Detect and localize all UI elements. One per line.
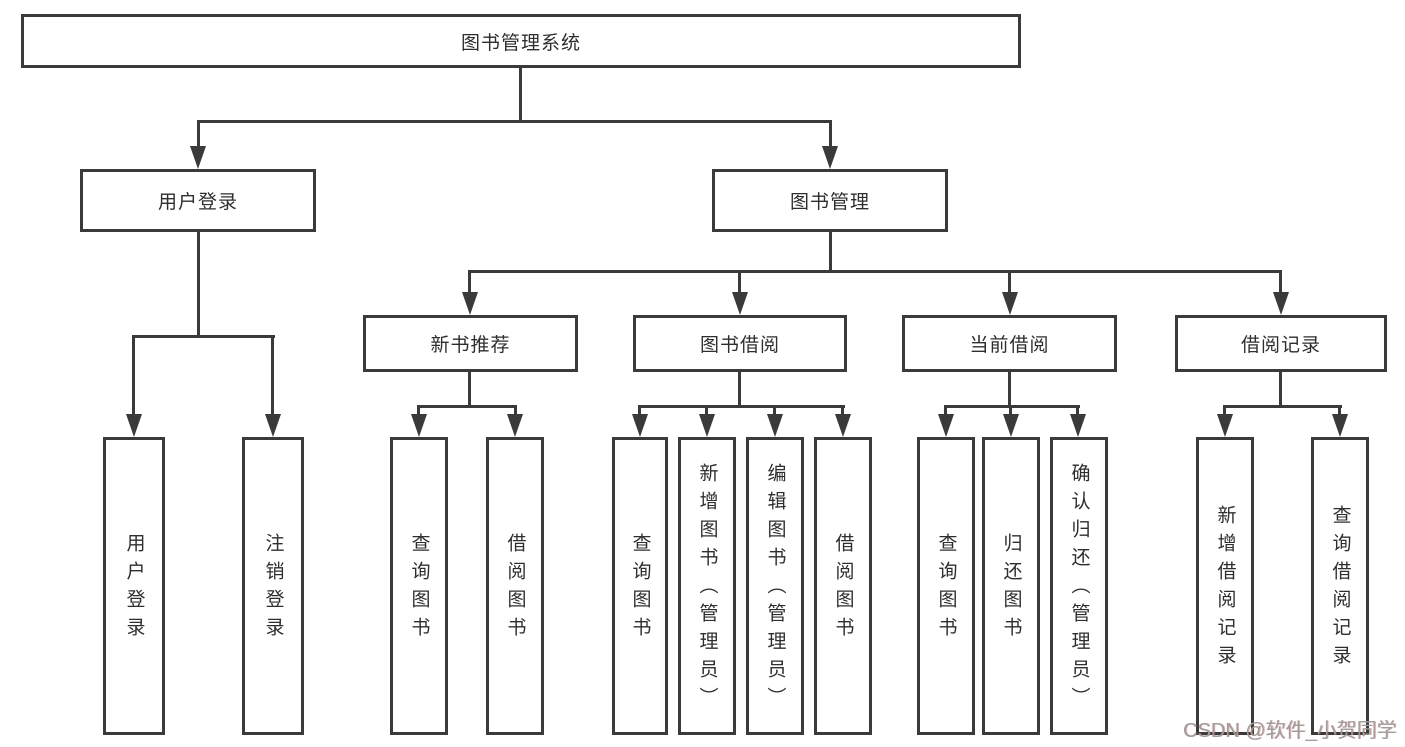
node-label: 归还图书: [1000, 533, 1022, 645]
connector-line: [197, 232, 200, 335]
connector-line: [841, 405, 844, 417]
node-current-borrowing: 当前借阅: [902, 315, 1117, 372]
leaf-query-borrowing-record: 查询借阅记录: [1311, 437, 1369, 735]
leaf-add-borrowing-record: 新增借阅记录: [1196, 437, 1254, 735]
leaf-user-login: 用户登录: [103, 437, 165, 735]
connector-line: [197, 120, 832, 123]
node-user-login: 用户登录: [80, 169, 316, 232]
arrowhead-down-icon: [462, 292, 478, 315]
arrowhead-down-icon: [1002, 292, 1018, 315]
node-label: 查询借阅记录: [1329, 505, 1351, 673]
node-label: 确认归还（管理员）: [1068, 463, 1090, 715]
node-label: 编辑图书（管理员）: [764, 463, 786, 715]
leaf-add-books-admin: 新增图书（管理员）: [678, 437, 736, 735]
connector-line: [468, 270, 1282, 273]
node-label: 图书管理: [789, 192, 870, 213]
arrowhead-down-icon: [1070, 414, 1086, 437]
connector-line: [773, 405, 776, 417]
csdn-watermark: CSDN @软件_小贺同学: [1183, 720, 1397, 742]
arrowhead-down-icon: [265, 414, 281, 437]
connector-line: [829, 232, 832, 270]
leaf-confirm-return-admin: 确认归还（管理员）: [1050, 437, 1108, 735]
arrowhead-down-icon: [835, 414, 851, 437]
node-label: 查询图书: [935, 533, 957, 645]
connector-line: [468, 372, 471, 405]
connector-line: [638, 405, 641, 417]
node-book-borrowing: 图书借阅: [633, 315, 847, 372]
connector-line: [829, 120, 832, 148]
leaf-edit-books-admin: 编辑图书（管理员）: [746, 437, 804, 735]
leaf-logout: 注销登录: [242, 437, 304, 735]
connector-line: [738, 372, 741, 405]
leaf-query-books-current: 查询图书: [917, 437, 975, 735]
node-label: 借阅图书: [832, 533, 854, 645]
node-label: 查询图书: [629, 533, 651, 645]
node-label: 新增图书（管理员）: [696, 463, 718, 715]
node-label: 用户登录: [157, 192, 238, 213]
connector-line: [1009, 405, 1012, 417]
connector-line: [1223, 405, 1342, 408]
connector-line: [944, 405, 1080, 408]
node-root-library-management-system: 图书管理系统: [21, 14, 1021, 68]
node-label: 新增借阅记录: [1214, 505, 1236, 673]
arrowhead-down-icon: [1003, 414, 1019, 437]
connector-line: [1279, 372, 1282, 405]
arrowhead-down-icon: [411, 414, 427, 437]
connector-line: [417, 405, 420, 417]
leaf-query-books-borrowing: 查询图书: [612, 437, 668, 735]
arrowhead-down-icon: [699, 414, 715, 437]
node-label: 新书推荐: [430, 335, 511, 356]
connector-line: [417, 405, 517, 408]
connector-line: [738, 270, 741, 293]
node-label: 借阅记录: [1240, 335, 1321, 356]
connector-line: [1279, 270, 1282, 293]
arrowhead-down-icon: [1273, 292, 1289, 315]
connector-line: [519, 68, 522, 120]
node-borrowing-records: 借阅记录: [1175, 315, 1387, 372]
node-label: 图书借阅: [699, 335, 780, 356]
arrowhead-down-icon: [190, 146, 206, 169]
connector-line: [468, 270, 471, 293]
arrowhead-down-icon: [822, 146, 838, 169]
arrowhead-down-icon: [507, 414, 523, 437]
arrowhead-down-icon: [126, 414, 142, 437]
connector-line: [1338, 405, 1341, 417]
node-label: 当前借阅: [969, 335, 1050, 356]
connector-line: [1223, 405, 1226, 417]
connector-line: [1008, 270, 1011, 293]
leaf-return-books: 归还图书: [982, 437, 1040, 735]
arrowhead-down-icon: [1332, 414, 1348, 437]
leaf-borrow-books-borrowing: 借阅图书: [814, 437, 872, 735]
leaf-query-books-recommendation: 查询图书: [390, 437, 448, 735]
node-label: 借阅图书: [504, 533, 526, 645]
connector-line: [132, 335, 275, 338]
connector-line: [514, 405, 517, 417]
arrowhead-down-icon: [938, 414, 954, 437]
connector-line: [638, 405, 845, 408]
connector-line: [271, 335, 274, 415]
connector-line: [197, 120, 200, 148]
node-label: 图书管理系统: [460, 32, 581, 54]
node-book-management: 图书管理: [712, 169, 948, 232]
node-label: 用户登录: [123, 533, 145, 645]
leaf-borrow-books-recommendation: 借阅图书: [486, 437, 544, 735]
node-label: 查询图书: [408, 533, 430, 645]
connector-line: [705, 405, 708, 417]
connector-line: [1076, 405, 1079, 417]
arrowhead-down-icon: [732, 292, 748, 315]
arrowhead-down-icon: [1217, 414, 1233, 437]
connector-line: [1008, 372, 1011, 405]
node-label: 注销登录: [262, 533, 284, 645]
connector-line: [944, 405, 947, 417]
node-new-book-recommendation: 新书推荐: [363, 315, 578, 372]
arrowhead-down-icon: [767, 414, 783, 437]
connector-line: [132, 335, 135, 415]
arrowhead-down-icon: [632, 414, 648, 437]
